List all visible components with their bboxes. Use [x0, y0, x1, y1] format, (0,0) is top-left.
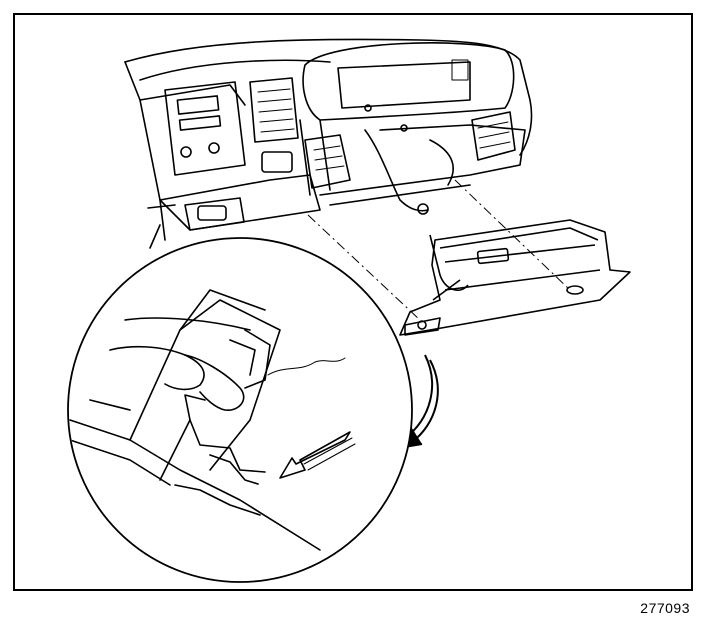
glove-box-handle	[477, 248, 508, 263]
detail-view	[68, 238, 412, 582]
push-arrow-icon	[280, 432, 350, 478]
cluster-hood	[303, 43, 514, 120]
lower-vent	[185, 198, 244, 230]
right-vent	[472, 112, 515, 160]
radio-panel	[165, 82, 245, 175]
hand-icon	[110, 347, 204, 390]
glove-box	[400, 220, 630, 335]
figure-number: 277093	[640, 600, 690, 616]
glove-box-opening	[320, 125, 525, 195]
instrument-panel	[125, 39, 532, 248]
switch-icon	[262, 152, 292, 172]
center-vent	[250, 78, 298, 142]
alignment-lines	[308, 180, 570, 320]
